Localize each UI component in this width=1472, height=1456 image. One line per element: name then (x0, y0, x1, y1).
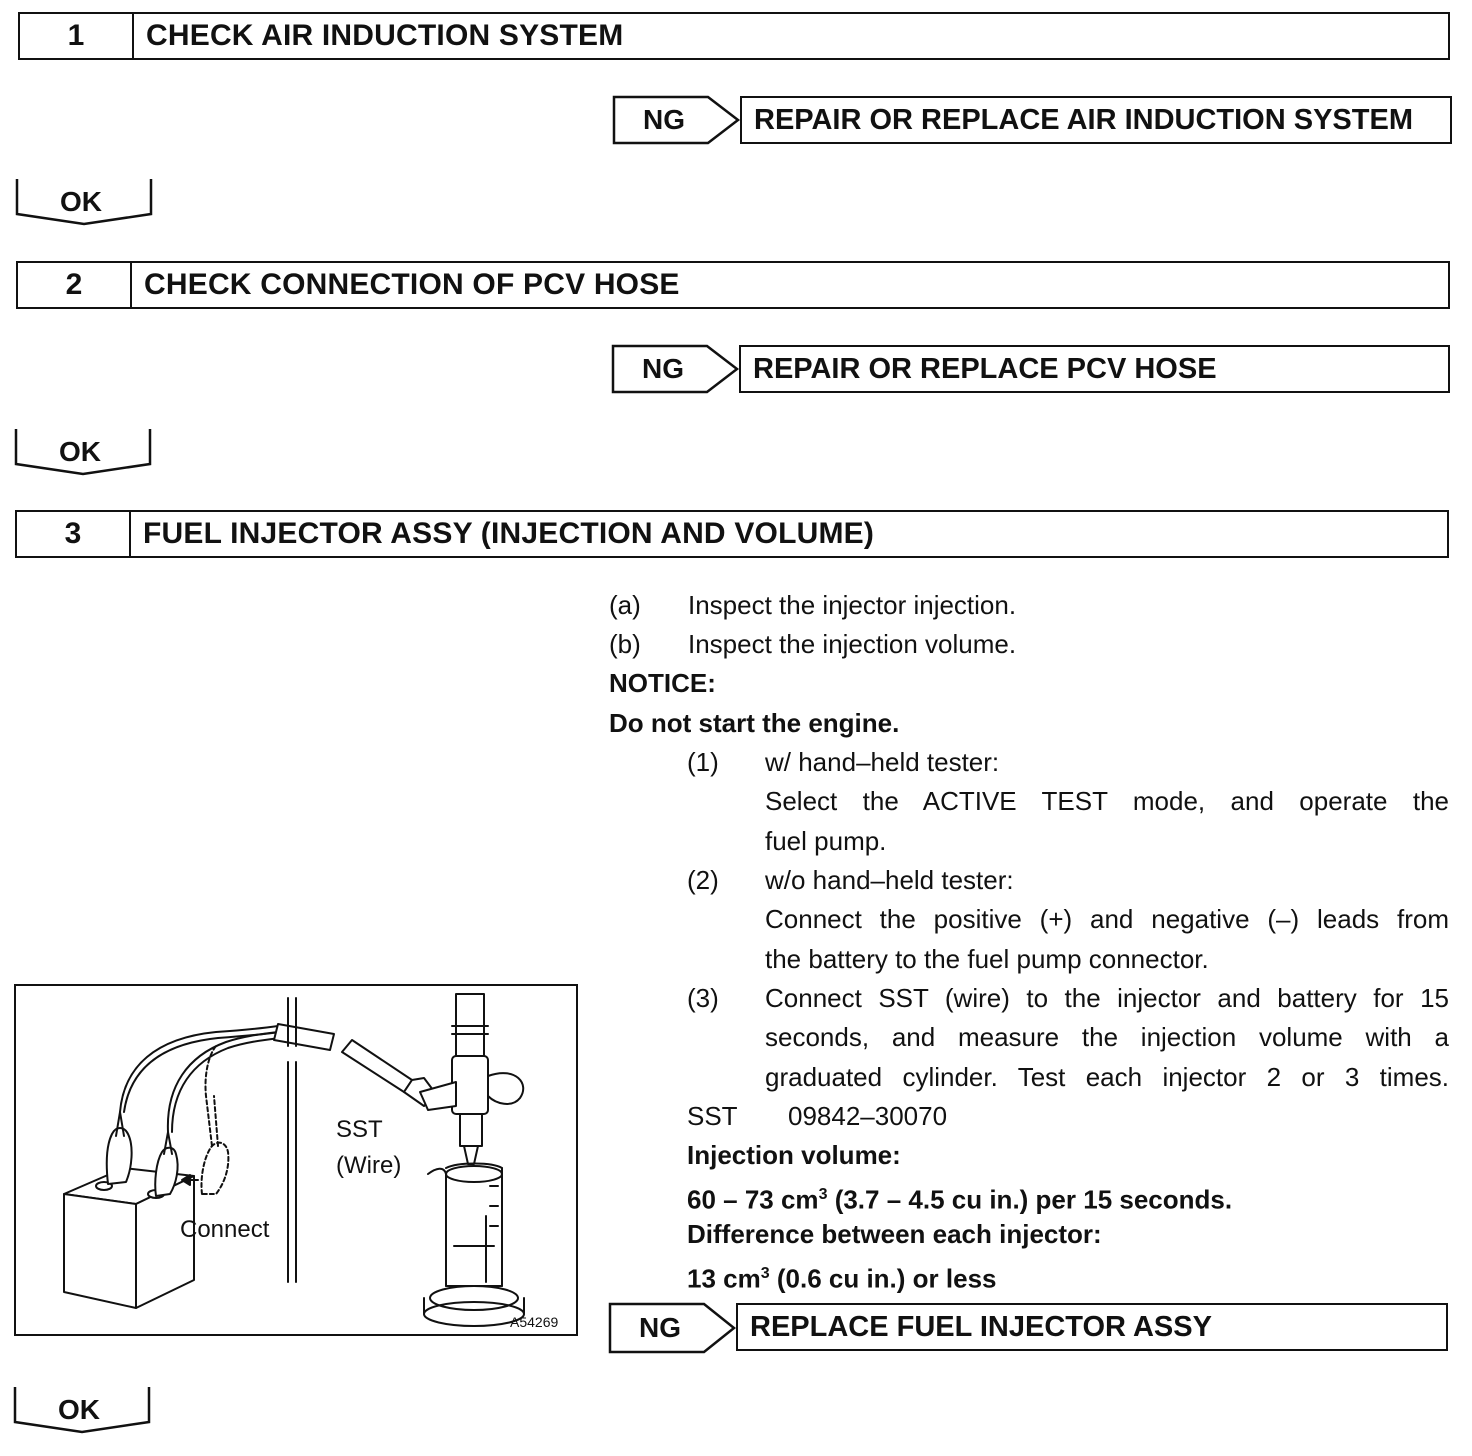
injection-volume-value: 60 – 73 cm3 (3.7 – 4.5 cu in.) per 15 se… (687, 1184, 1233, 1215)
difference-value: 13 cm3 (0.6 cu in.) or less (687, 1263, 997, 1294)
ng-arrow-icon (608, 1302, 737, 1354)
substep-3-line: graduated cylinder. Test each injector 2… (765, 1062, 1449, 1092)
item-a-text: Inspect the injector injection. (688, 590, 1017, 620)
ng-label: NG (643, 104, 685, 135)
figure-code: A54269 (510, 1314, 559, 1330)
ng-label: NG (642, 353, 684, 384)
step-number: 1 (20, 14, 134, 58)
step-number: 2 (18, 263, 132, 307)
difference-label: Difference between each injector: (687, 1219, 1102, 1249)
substep-2-line: w/o hand–held tester: (765, 865, 1014, 895)
substep-1-marker: (1) (687, 747, 719, 777)
ok-arrow-icon (14, 429, 152, 476)
step-title: CHECK AIR INDUCTION SYSTEM (146, 19, 624, 52)
item-b-marker: (b) (609, 629, 641, 659)
ok-arrow-icon (13, 1387, 151, 1434)
substep-1-line: w/ hand–held tester: (765, 747, 1000, 777)
step-3-header: 3 FUEL INJECTOR ASSY (INJECTION AND VOLU… (15, 510, 1449, 558)
ok-label: OK (60, 186, 102, 217)
ng-action-box: REPAIR OR REPLACE PCV HOSE (739, 345, 1450, 393)
injector-test-illustration: SST (Wire) Connect A54269 (14, 984, 578, 1336)
ok-label: OK (58, 1394, 100, 1425)
battery-injector-drawing (63, 993, 525, 1327)
substep-1-line: Select the ACTIVE TEST mode, and operate… (765, 786, 1449, 816)
injection-volume-label: Injection volume: (687, 1140, 901, 1170)
ok-label: OK (59, 436, 101, 467)
item-b-text: Inspect the injection volume. (688, 629, 1017, 659)
notice-text: Do not start the engine. (609, 708, 900, 738)
substep-2-marker: (2) (687, 865, 719, 895)
figure-wire-label: (Wire) (336, 1152, 402, 1179)
ng-action-box: REPAIR OR REPLACE AIR INDUCTION SYSTEM (740, 96, 1452, 144)
ng-arrow-icon (612, 95, 741, 145)
step-2-header: 2 CHECK CONNECTION OF PCV HOSE (16, 261, 1450, 309)
ok-arrow-icon (15, 179, 153, 226)
item-a-marker: (a) (609, 590, 641, 620)
step-title: CHECK CONNECTION OF PCV HOSE (144, 268, 680, 301)
sst-label: SST (687, 1101, 738, 1131)
substep-3-marker: (3) (687, 983, 719, 1013)
step-number: 3 (17, 512, 131, 556)
step-1-header: 1 CHECK AIR INDUCTION SYSTEM (18, 12, 1450, 60)
notice-label: NOTICE: (609, 668, 716, 698)
substep-3-line: Connect SST (wire) to the injector and b… (765, 983, 1449, 1013)
ng-arrow-icon (611, 344, 740, 394)
substep-2-line: Connect the positive (+) and negative (–… (765, 904, 1449, 934)
substep-1-line: fuel pump. (765, 826, 887, 856)
substep-3-line: seconds, and measure the injection volum… (765, 1022, 1449, 1052)
step-title: FUEL INJECTOR ASSY (INJECTION AND VOLUME… (143, 517, 875, 550)
figure-connect-label: Connect (180, 1216, 270, 1243)
sst-number: 09842–30070 (788, 1101, 948, 1131)
figure-sst-label: SST (336, 1116, 383, 1143)
ng-label: NG (639, 1312, 681, 1343)
substep-2-line: the battery to the fuel pump connector. (765, 944, 1209, 974)
ng-action-box: REPLACE FUEL INJECTOR ASSY (736, 1303, 1448, 1351)
